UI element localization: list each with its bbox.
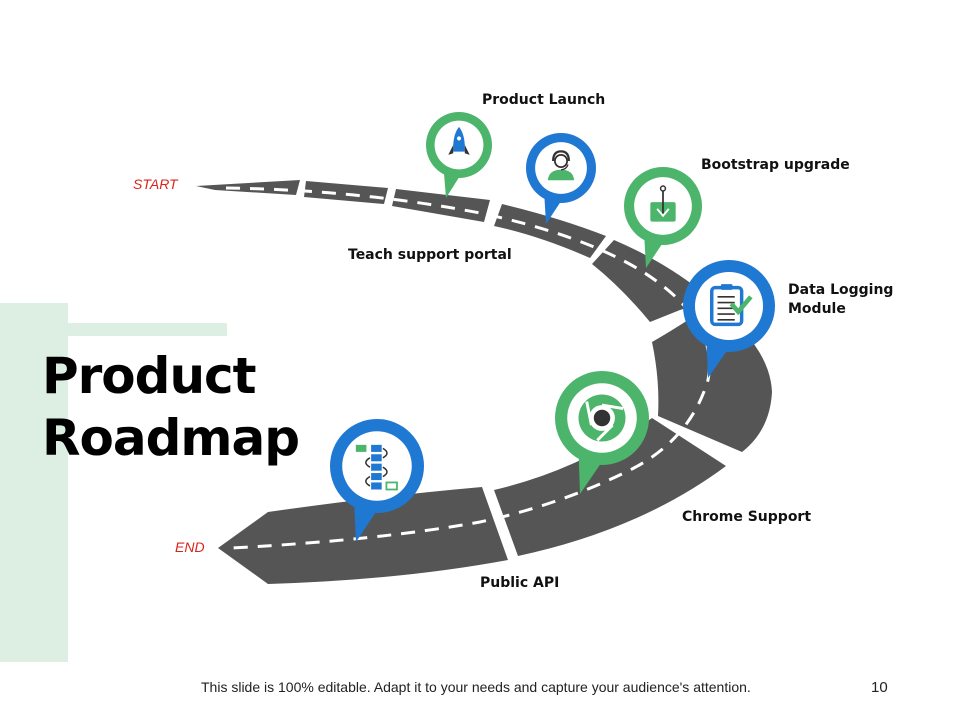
start-label: START xyxy=(133,176,178,192)
milestone-label-public-api: Public API xyxy=(480,575,560,591)
road-segment-2 xyxy=(304,181,388,204)
accent-bar-vertical xyxy=(0,303,68,662)
workflow-icon xyxy=(355,444,398,491)
road-segment-8 xyxy=(218,487,508,584)
clipboard-check-icon xyxy=(710,284,753,327)
road-segment-1 xyxy=(196,180,300,195)
road-segment-3 xyxy=(392,189,490,222)
end-label: END xyxy=(175,539,205,555)
milestone-label-data-logging-module: Data Logging Module xyxy=(788,282,894,317)
milestone-label-teach-support-portal: Teach support portal xyxy=(348,247,512,263)
milestone-pin-2 xyxy=(526,133,596,224)
road-segment-5 xyxy=(592,240,712,322)
milestone-label-bootstrap-upgrade: Bootstrap upgrade xyxy=(701,157,850,173)
milestone-pin-4 xyxy=(683,260,775,378)
milestone-pin-6 xyxy=(330,419,424,542)
support-agent-icon xyxy=(547,150,575,181)
footer-note: This slide is 100% editable. Adapt it to… xyxy=(201,679,751,695)
download-box-icon xyxy=(650,185,676,222)
milestone-pin-5 xyxy=(555,371,649,494)
page-number: 10 xyxy=(871,679,888,696)
road-segment-7 xyxy=(494,418,726,556)
road-centerline xyxy=(225,186,712,550)
slide-title: Product Roadmap xyxy=(42,345,300,469)
milestone-pin-1 xyxy=(426,112,492,198)
milestone-label-chrome-support: Chrome Support xyxy=(682,509,812,525)
road-segment-4 xyxy=(494,204,606,258)
chrome-icon xyxy=(578,394,626,442)
milestone-label-product-launch: Product Launch xyxy=(482,92,606,108)
accent-bar-horizontal xyxy=(68,323,227,336)
milestone-pin-3 xyxy=(624,167,702,268)
title-line-1: Product xyxy=(42,347,257,405)
title-line-2: Roadmap xyxy=(42,409,300,467)
pin-inner xyxy=(535,142,587,194)
